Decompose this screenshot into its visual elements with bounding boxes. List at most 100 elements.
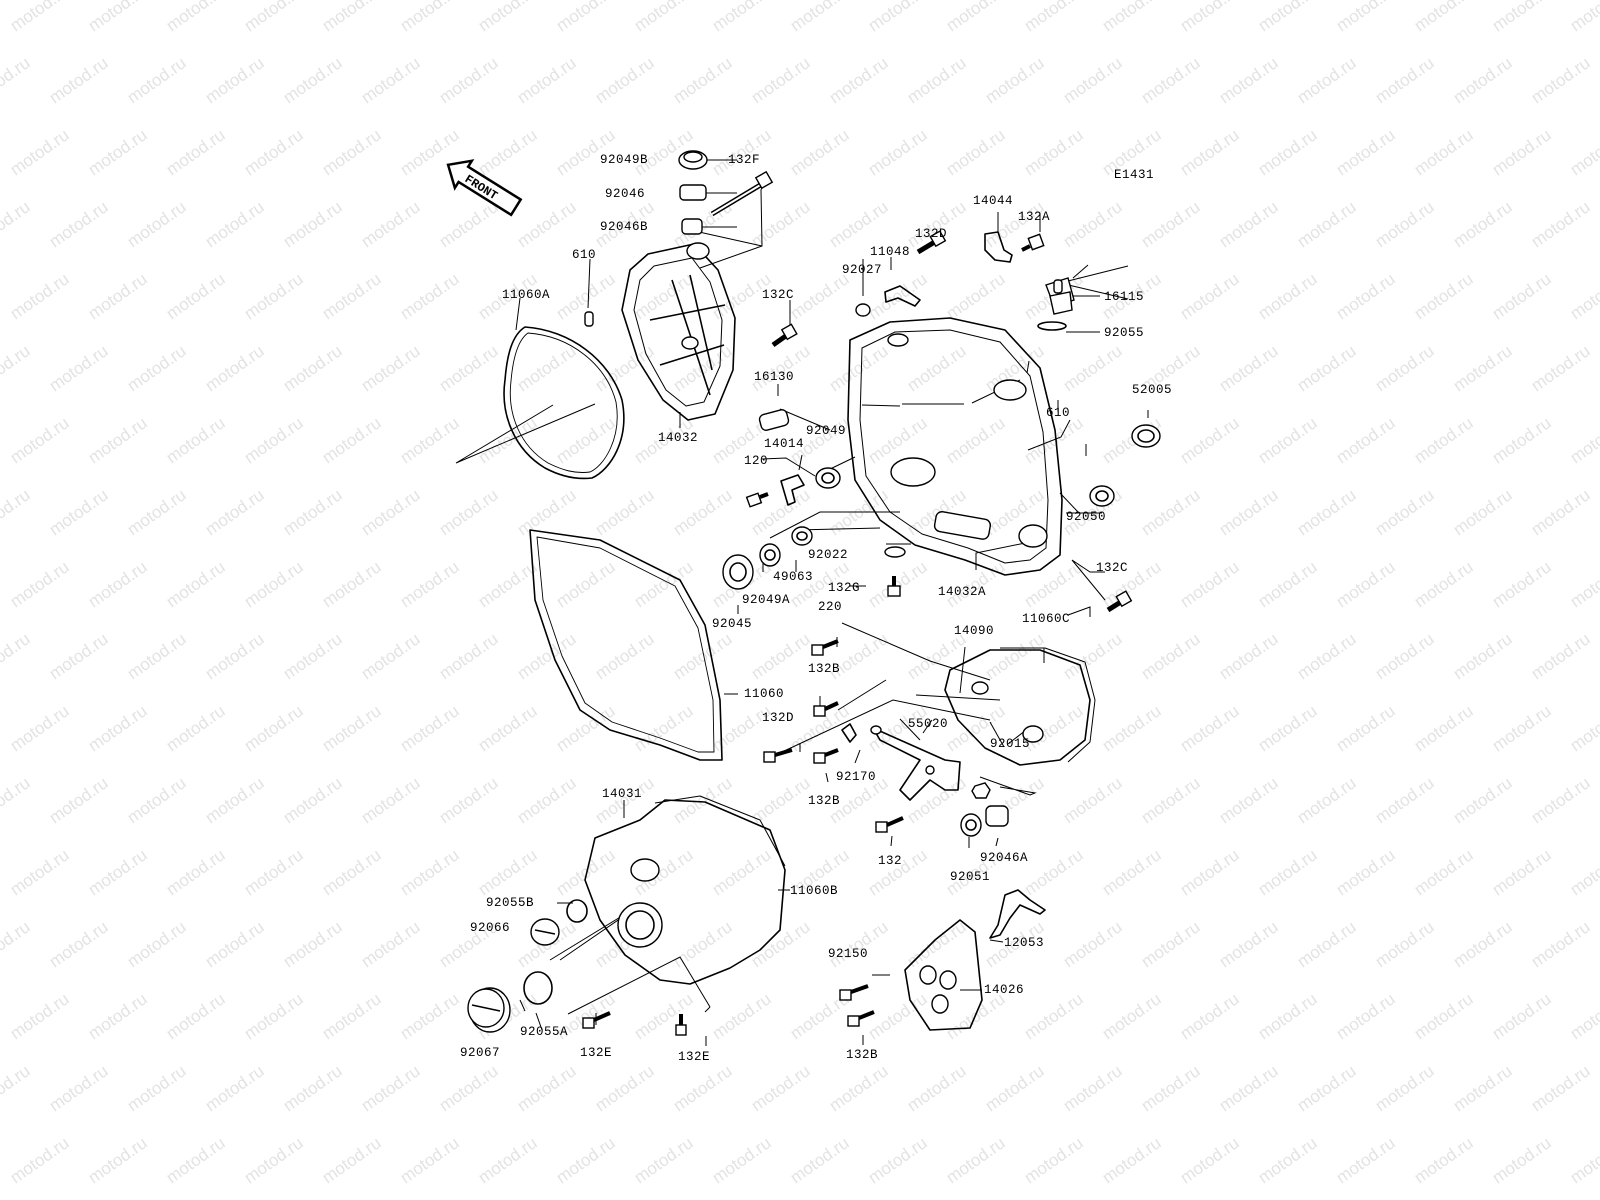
washer-92027 xyxy=(855,303,871,317)
part-label: 11060 xyxy=(744,687,784,701)
bolt-132D-upper xyxy=(916,230,947,255)
watermark-text: motod.ru xyxy=(1450,485,1516,539)
part-label: 16130 xyxy=(754,370,794,384)
watermark-text: motod.ru xyxy=(1450,917,1516,971)
watermark-text: motod.ru xyxy=(1099,989,1165,1043)
watermark-text: motod.ru xyxy=(1450,629,1516,683)
watermark-text: motod.ru xyxy=(1489,125,1555,179)
part-label: 132D xyxy=(915,227,947,241)
watermark-text: motod.ru xyxy=(1255,1133,1321,1187)
watermark-text: motod.ru xyxy=(1255,0,1321,35)
watermark-text: motod.ru xyxy=(787,125,853,179)
watermark-text: motod.ru xyxy=(7,557,73,611)
watermark-text: motod.ru xyxy=(1450,53,1516,107)
needle-bearing-92046A xyxy=(985,805,1009,827)
part-label: 132E xyxy=(678,1050,710,1064)
watermark-text: motod.ru xyxy=(163,557,229,611)
watermark-text: motod.ru xyxy=(1099,0,1165,35)
watermark-text: motod.ru xyxy=(1021,1133,1087,1187)
cap-92066 xyxy=(530,918,560,946)
watermark-text: motod.ru xyxy=(202,53,268,107)
ball-bearing-92045 xyxy=(722,554,754,590)
watermark-text: motod.ru xyxy=(358,485,424,539)
watermark-text: motod.ru xyxy=(358,917,424,971)
watermark-text: motod.ru xyxy=(280,341,346,395)
watermark-text: motod.ru xyxy=(1177,989,1243,1043)
watermark-text: motod.ru xyxy=(514,773,580,827)
part-label: 14032A xyxy=(938,585,986,599)
watermark-text: motod.ru xyxy=(904,341,970,395)
watermark-text: motod.ru xyxy=(280,485,346,539)
watermark-text: motod.ru xyxy=(1333,125,1399,179)
part-label: 92046A xyxy=(980,851,1028,865)
dowel-pin-610-left xyxy=(584,311,594,327)
watermark-text: motod.ru xyxy=(0,629,34,683)
watermark-text: motod.ru xyxy=(709,0,775,35)
watermark-text: motod.ru xyxy=(1294,53,1360,107)
watermark-text: motod.ru xyxy=(85,269,151,323)
watermark-text: motod.ru xyxy=(1255,989,1321,1043)
watermark-text: motod.ru xyxy=(748,629,814,683)
watermark-text: motod.ru xyxy=(397,0,463,35)
watermark-text: motod.ru xyxy=(1138,629,1204,683)
o-ring-92055 xyxy=(1037,321,1067,331)
seal-49063 xyxy=(791,526,813,546)
watermark-text: motod.ru xyxy=(982,53,1048,107)
watermark-text: motod.ru xyxy=(514,485,580,539)
clutch-cover-14032 xyxy=(621,242,736,421)
oil-seal-92049A xyxy=(759,543,781,567)
watermark-text: motod.ru xyxy=(0,53,34,107)
part-label: 92049B xyxy=(600,153,648,167)
watermark-text: motod.ru xyxy=(670,629,736,683)
watermark-text: motod.ru xyxy=(1372,917,1438,971)
watermark-text: motod.ru xyxy=(1528,629,1594,683)
watermark-text: motod.ru xyxy=(592,485,658,539)
watermark-text: motod.ru xyxy=(7,845,73,899)
watermark-text: motod.ru xyxy=(1060,1061,1126,1115)
watermark-text: motod.ru xyxy=(397,413,463,467)
watermark-text: motod.ru xyxy=(1528,485,1594,539)
watermark-text: motod.ru xyxy=(7,1133,73,1187)
watermark-text: motod.ru xyxy=(319,989,385,1043)
watermark-text: motod.ru xyxy=(124,629,190,683)
part-label: 92022 xyxy=(808,548,848,562)
watermark-text: motod.ru xyxy=(1294,917,1360,971)
bolt-132C-lower xyxy=(1106,590,1133,613)
watermark-text: motod.ru xyxy=(553,0,619,35)
watermark-text: motod.ru xyxy=(1216,629,1282,683)
watermark-text: motod.ru xyxy=(1255,413,1321,467)
part-label: 12053 xyxy=(1004,936,1044,950)
leader-lines xyxy=(455,159,1149,1046)
fitting-16130 xyxy=(758,409,790,431)
gasket-11060A xyxy=(503,326,625,480)
watermark-text: motod.ru xyxy=(1333,557,1399,611)
watermark-text: motod.ru xyxy=(1021,989,1087,1043)
watermark-text: motod.ru xyxy=(475,845,541,899)
watermark-text: motod.ru xyxy=(1333,413,1399,467)
watermark-text: motod.ru xyxy=(163,413,229,467)
seal-92050 xyxy=(1089,485,1115,507)
watermark-text: motod.ru xyxy=(163,1133,229,1187)
watermark-text: motod.ru xyxy=(475,1133,541,1187)
watermark-text: motod.ru xyxy=(1294,197,1360,251)
part-label: 55020 xyxy=(908,717,948,731)
watermark-text: motod.ru xyxy=(553,1133,619,1187)
watermark-text: motod.ru xyxy=(826,197,892,251)
watermark-text: motod.ru xyxy=(85,701,151,755)
watermark-text: motod.ru xyxy=(1450,773,1516,827)
watermark-text: motod.ru xyxy=(1138,1061,1204,1115)
watermark-text: motod.ru xyxy=(202,629,268,683)
watermark-text: motod.ru xyxy=(1411,557,1477,611)
watermark-text: motod.ru xyxy=(904,773,970,827)
part-label: 132E xyxy=(580,1046,612,1060)
watermark-text: motod.ru xyxy=(1138,485,1204,539)
watermark-text: motod.ru xyxy=(943,125,1009,179)
watermark-text: motod.ru xyxy=(202,773,268,827)
watermark-text: motod.ru xyxy=(1372,341,1438,395)
watermark-text: motod.ru xyxy=(1177,413,1243,467)
part-label: 132B xyxy=(808,794,840,808)
watermark-text: motod.ru xyxy=(1333,269,1399,323)
watermark-text: motod.ru xyxy=(46,197,112,251)
watermark-text: motod.ru xyxy=(0,485,34,539)
bolt-132C-upper xyxy=(771,323,798,348)
